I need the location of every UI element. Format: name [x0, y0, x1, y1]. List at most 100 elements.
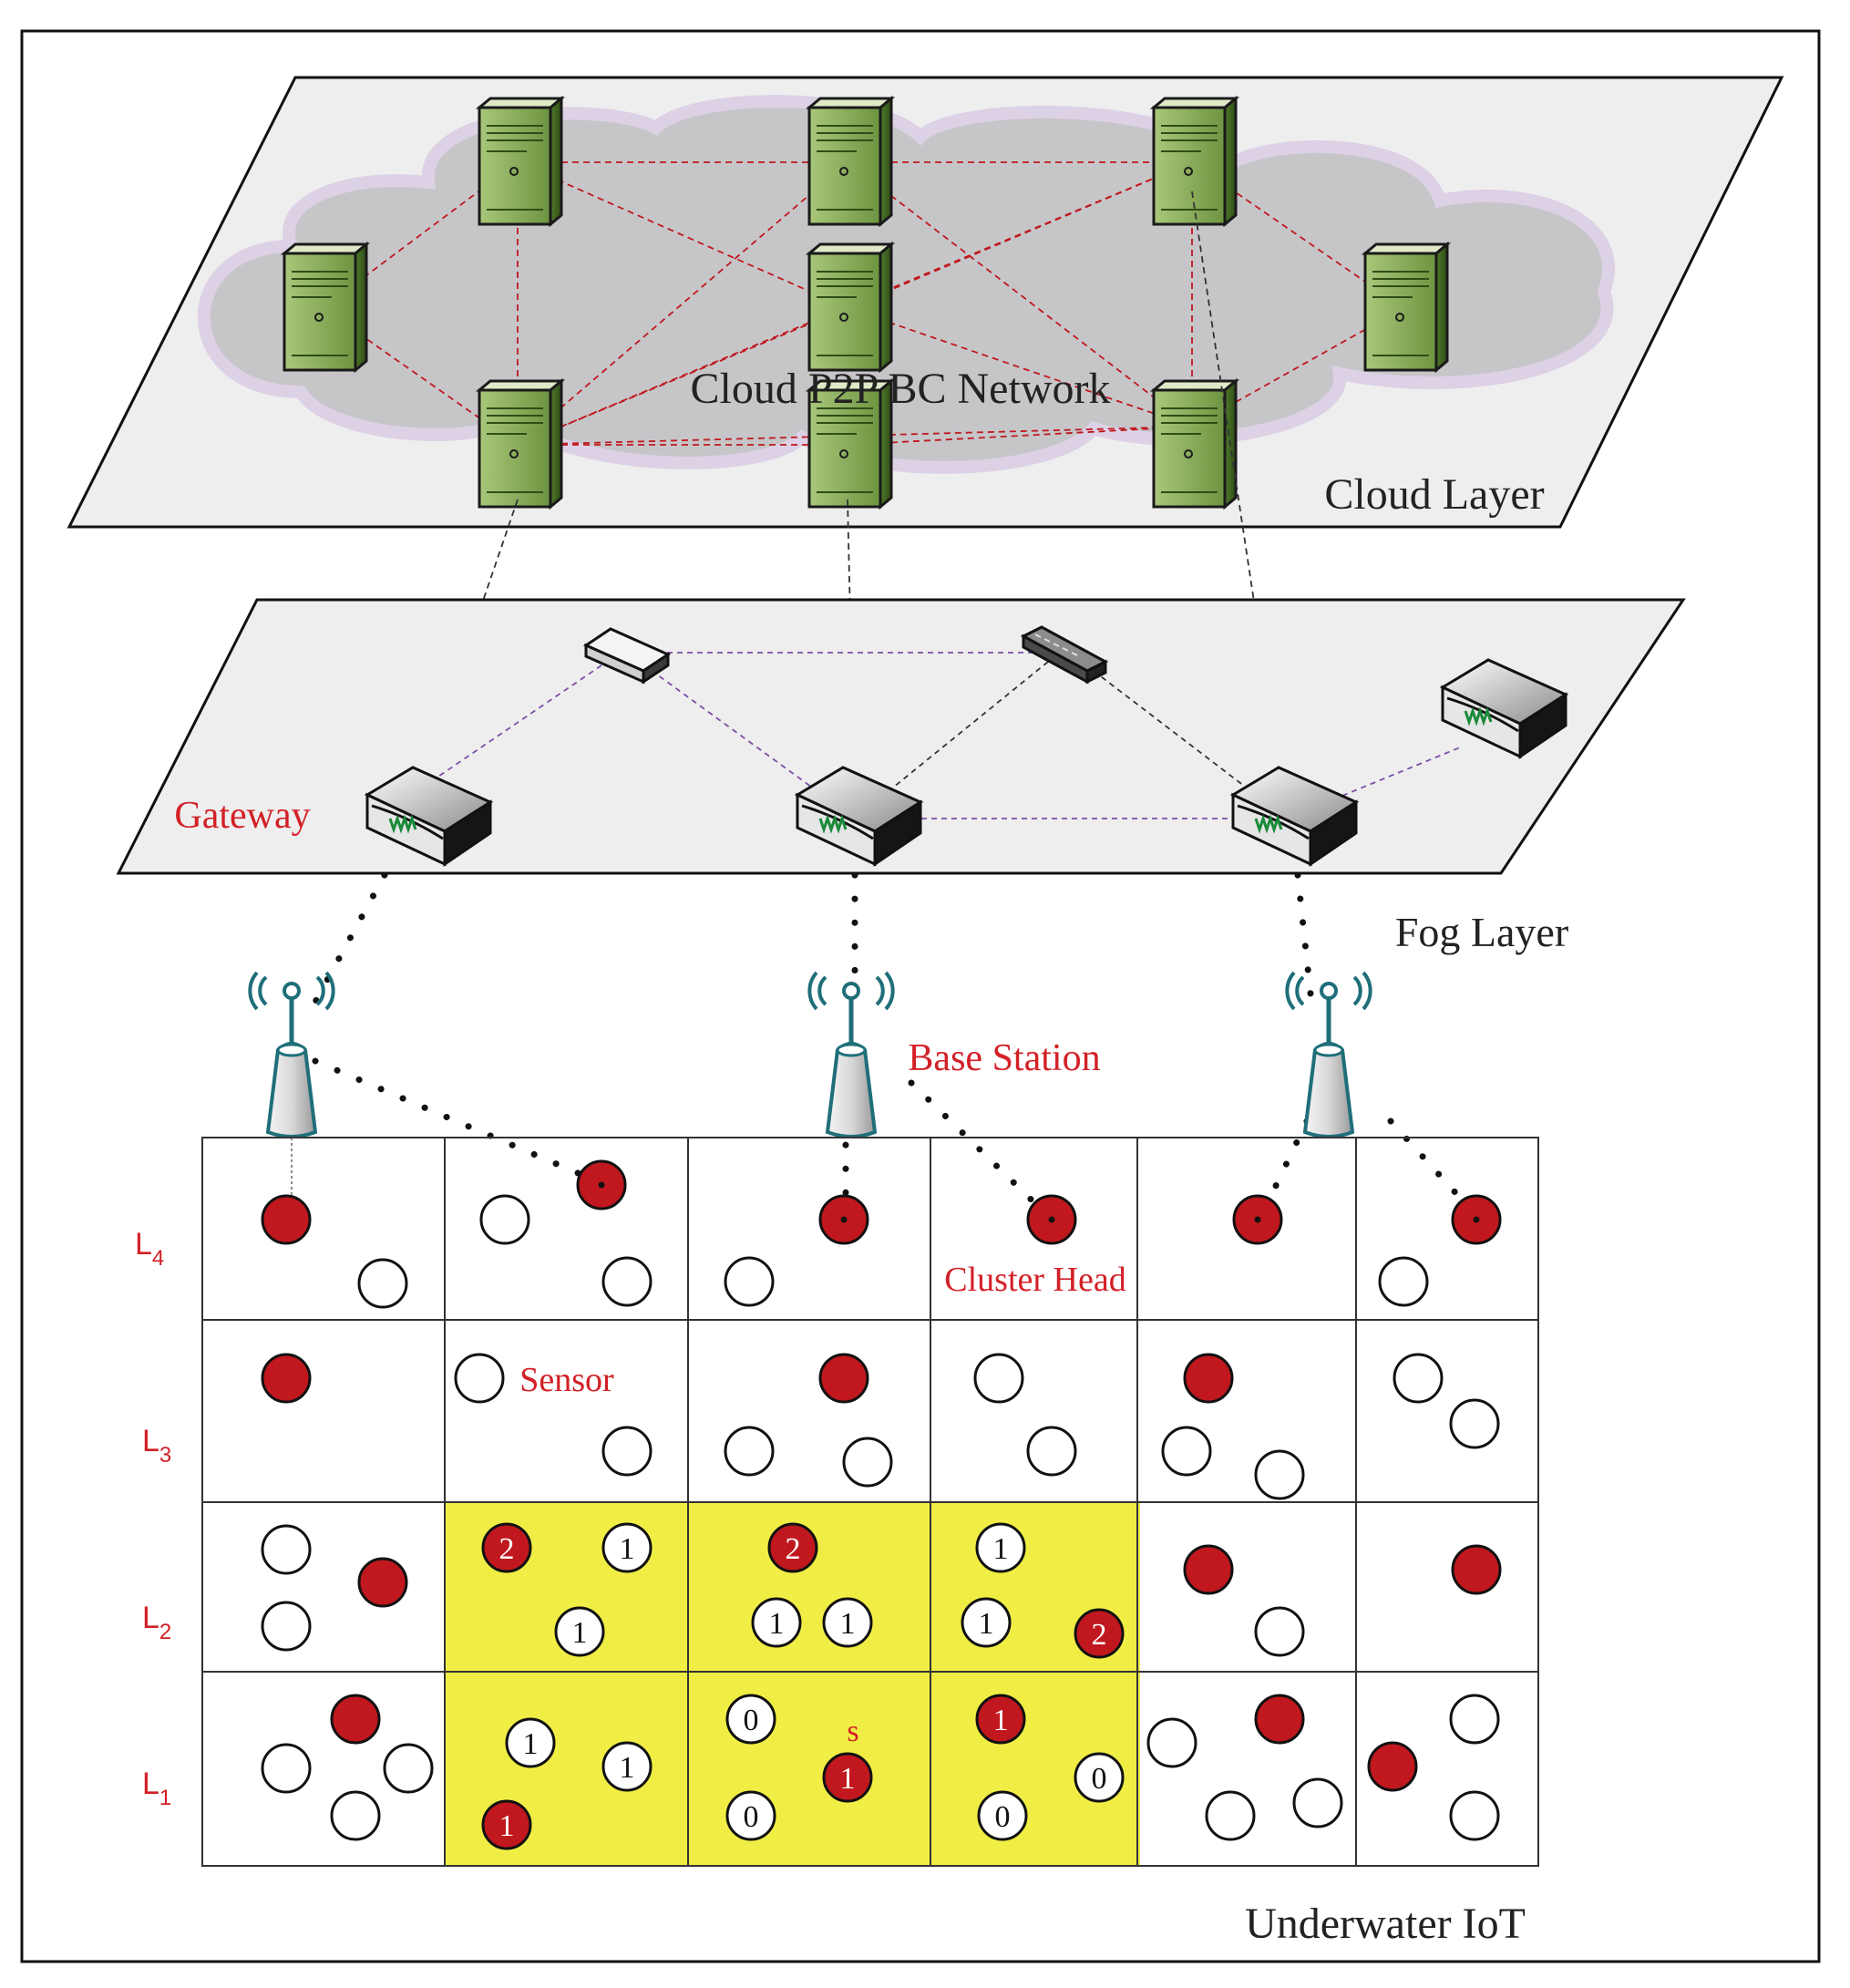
node-center-dot: [1473, 1216, 1480, 1223]
base-station-label: Base Station: [908, 1037, 1100, 1079]
hop-count-label: 1: [840, 1762, 856, 1796]
sensor-node: [725, 1694, 776, 1745]
level-label-l3: L3: [142, 1424, 171, 1468]
sensor-label: Sensor: [519, 1361, 614, 1399]
hop-count-label: 1: [620, 1532, 635, 1566]
antenna-tower-icon: [809, 973, 892, 1137]
sensor-node: [601, 1426, 653, 1477]
sensor-node: [505, 1717, 556, 1768]
underwater-iot-label: Underwater IoT: [1245, 1900, 1526, 1948]
sensor-node: [975, 1522, 1026, 1573]
cluster-head-node: [975, 1694, 1026, 1745]
sensor-grid: [201, 1137, 1539, 1867]
sensor-node: [601, 1522, 653, 1573]
node-center-dot: [1254, 1216, 1261, 1223]
sensor-node: [554, 1606, 605, 1657]
server-icon: [807, 242, 893, 372]
hop-count-label: 1: [523, 1727, 539, 1761]
sensor-node: [1161, 1426, 1212, 1477]
sensor-node: [1449, 1398, 1500, 1449]
server-icon: [283, 242, 368, 372]
outer-frame: [20, 29, 1821, 1963]
cluster-head-node: [1367, 1741, 1418, 1792]
hop-count-label: 1: [620, 1751, 635, 1785]
node-center-dot: [598, 1181, 605, 1189]
sensor-node: [842, 1437, 893, 1488]
cloud-network-title: Cloud P2P BC Network: [691, 365, 1111, 413]
sensor-node: [1254, 1449, 1305, 1500]
sensor-nodes: 2 1 1 2 1 1 1 1 2 1 1 1 0 1 0 1 0 0: [261, 1159, 1502, 1850]
sensor-node: [1205, 1790, 1256, 1841]
gateway-label: Gateway: [174, 795, 310, 837]
hop-count-label: 0: [744, 1800, 759, 1834]
hop-count-label: 0: [744, 1704, 759, 1737]
sensor-node: [822, 1597, 873, 1648]
level-label-l1: L1: [142, 1767, 171, 1810]
sensor-node: [454, 1353, 505, 1404]
sensor-node: [261, 1743, 312, 1794]
server-icon: [1363, 242, 1449, 372]
sensor-node: [977, 1790, 1028, 1841]
cluster-head-node: [357, 1557, 408, 1608]
hop-count-label: 2: [499, 1532, 515, 1566]
sensor-node: [1378, 1256, 1429, 1307]
cluster-head-label: Cluster Head: [944, 1261, 1125, 1299]
hop-count-label: 1: [993, 1704, 1009, 1737]
hop-count-label: 1: [572, 1616, 588, 1650]
sensor-node: [1254, 1606, 1305, 1657]
sensor-node: [961, 1597, 1012, 1648]
hop-count-label: 2: [1092, 1618, 1107, 1652]
sensor-node: [601, 1741, 653, 1792]
hop-count-label: 1: [499, 1809, 515, 1843]
cluster-head-node: [1451, 1544, 1502, 1595]
cluster-head-node: [818, 1353, 869, 1404]
hop-count-label: 0: [1092, 1762, 1107, 1796]
hop-count-label: 0: [995, 1800, 1011, 1834]
cloud-layer-label: Cloud Layer: [1324, 470, 1544, 519]
sensor-node: [601, 1256, 653, 1307]
cluster-head-node: [1183, 1353, 1234, 1404]
antenna-tower-icon: [1287, 973, 1370, 1137]
cluster-head-node: [481, 1522, 532, 1573]
hop-count-label: 1: [769, 1607, 785, 1641]
sensor-node: [1393, 1353, 1444, 1404]
cluster-head-node: [767, 1522, 818, 1573]
sensor-node: [479, 1194, 530, 1245]
cluster-head-node: [1074, 1608, 1125, 1659]
sensor-node: [1146, 1717, 1197, 1768]
server-icon: [478, 379, 563, 509]
hop-count-label: 1: [840, 1607, 856, 1641]
sensor-node: [1026, 1426, 1077, 1477]
server-icon: [807, 97, 893, 226]
sensor-node: [1292, 1777, 1343, 1828]
sensor-node: [261, 1601, 312, 1652]
wireless-links: [306, 871, 1482, 1221]
cluster-head-node: [261, 1194, 312, 1245]
level-label-l2: L2: [142, 1601, 171, 1644]
cluster-head-node: [481, 1799, 532, 1850]
sensor-node: [330, 1790, 381, 1841]
antenna-tower-icon: [250, 973, 333, 1137]
cluster-head-node: [1183, 1544, 1234, 1595]
cluster-head-node: [822, 1752, 873, 1803]
hop-count-label: 1: [993, 1532, 1009, 1566]
sensor-node: [751, 1597, 802, 1648]
node-center-dot: [840, 1216, 848, 1223]
cluster-head-node: [330, 1694, 381, 1745]
sensor-node: [725, 1790, 776, 1841]
sensor-node: [724, 1426, 775, 1477]
sensor-node: [1074, 1752, 1125, 1803]
sensor-node: [1449, 1790, 1500, 1841]
sensor-node: [261, 1524, 312, 1575]
sensor-node: [357, 1258, 408, 1309]
hop-count-label: 2: [786, 1532, 801, 1566]
fog-layer-label: Fog Layer: [1395, 909, 1568, 955]
cluster-head-node: [1254, 1694, 1305, 1745]
cluster-head-node: [261, 1353, 312, 1404]
sensor-node: [1449, 1694, 1500, 1745]
sensor-node: [724, 1256, 775, 1307]
level-label-l4: L4: [135, 1227, 164, 1271]
sensor-node: [973, 1353, 1024, 1404]
hop-count-label: 1: [979, 1607, 994, 1641]
